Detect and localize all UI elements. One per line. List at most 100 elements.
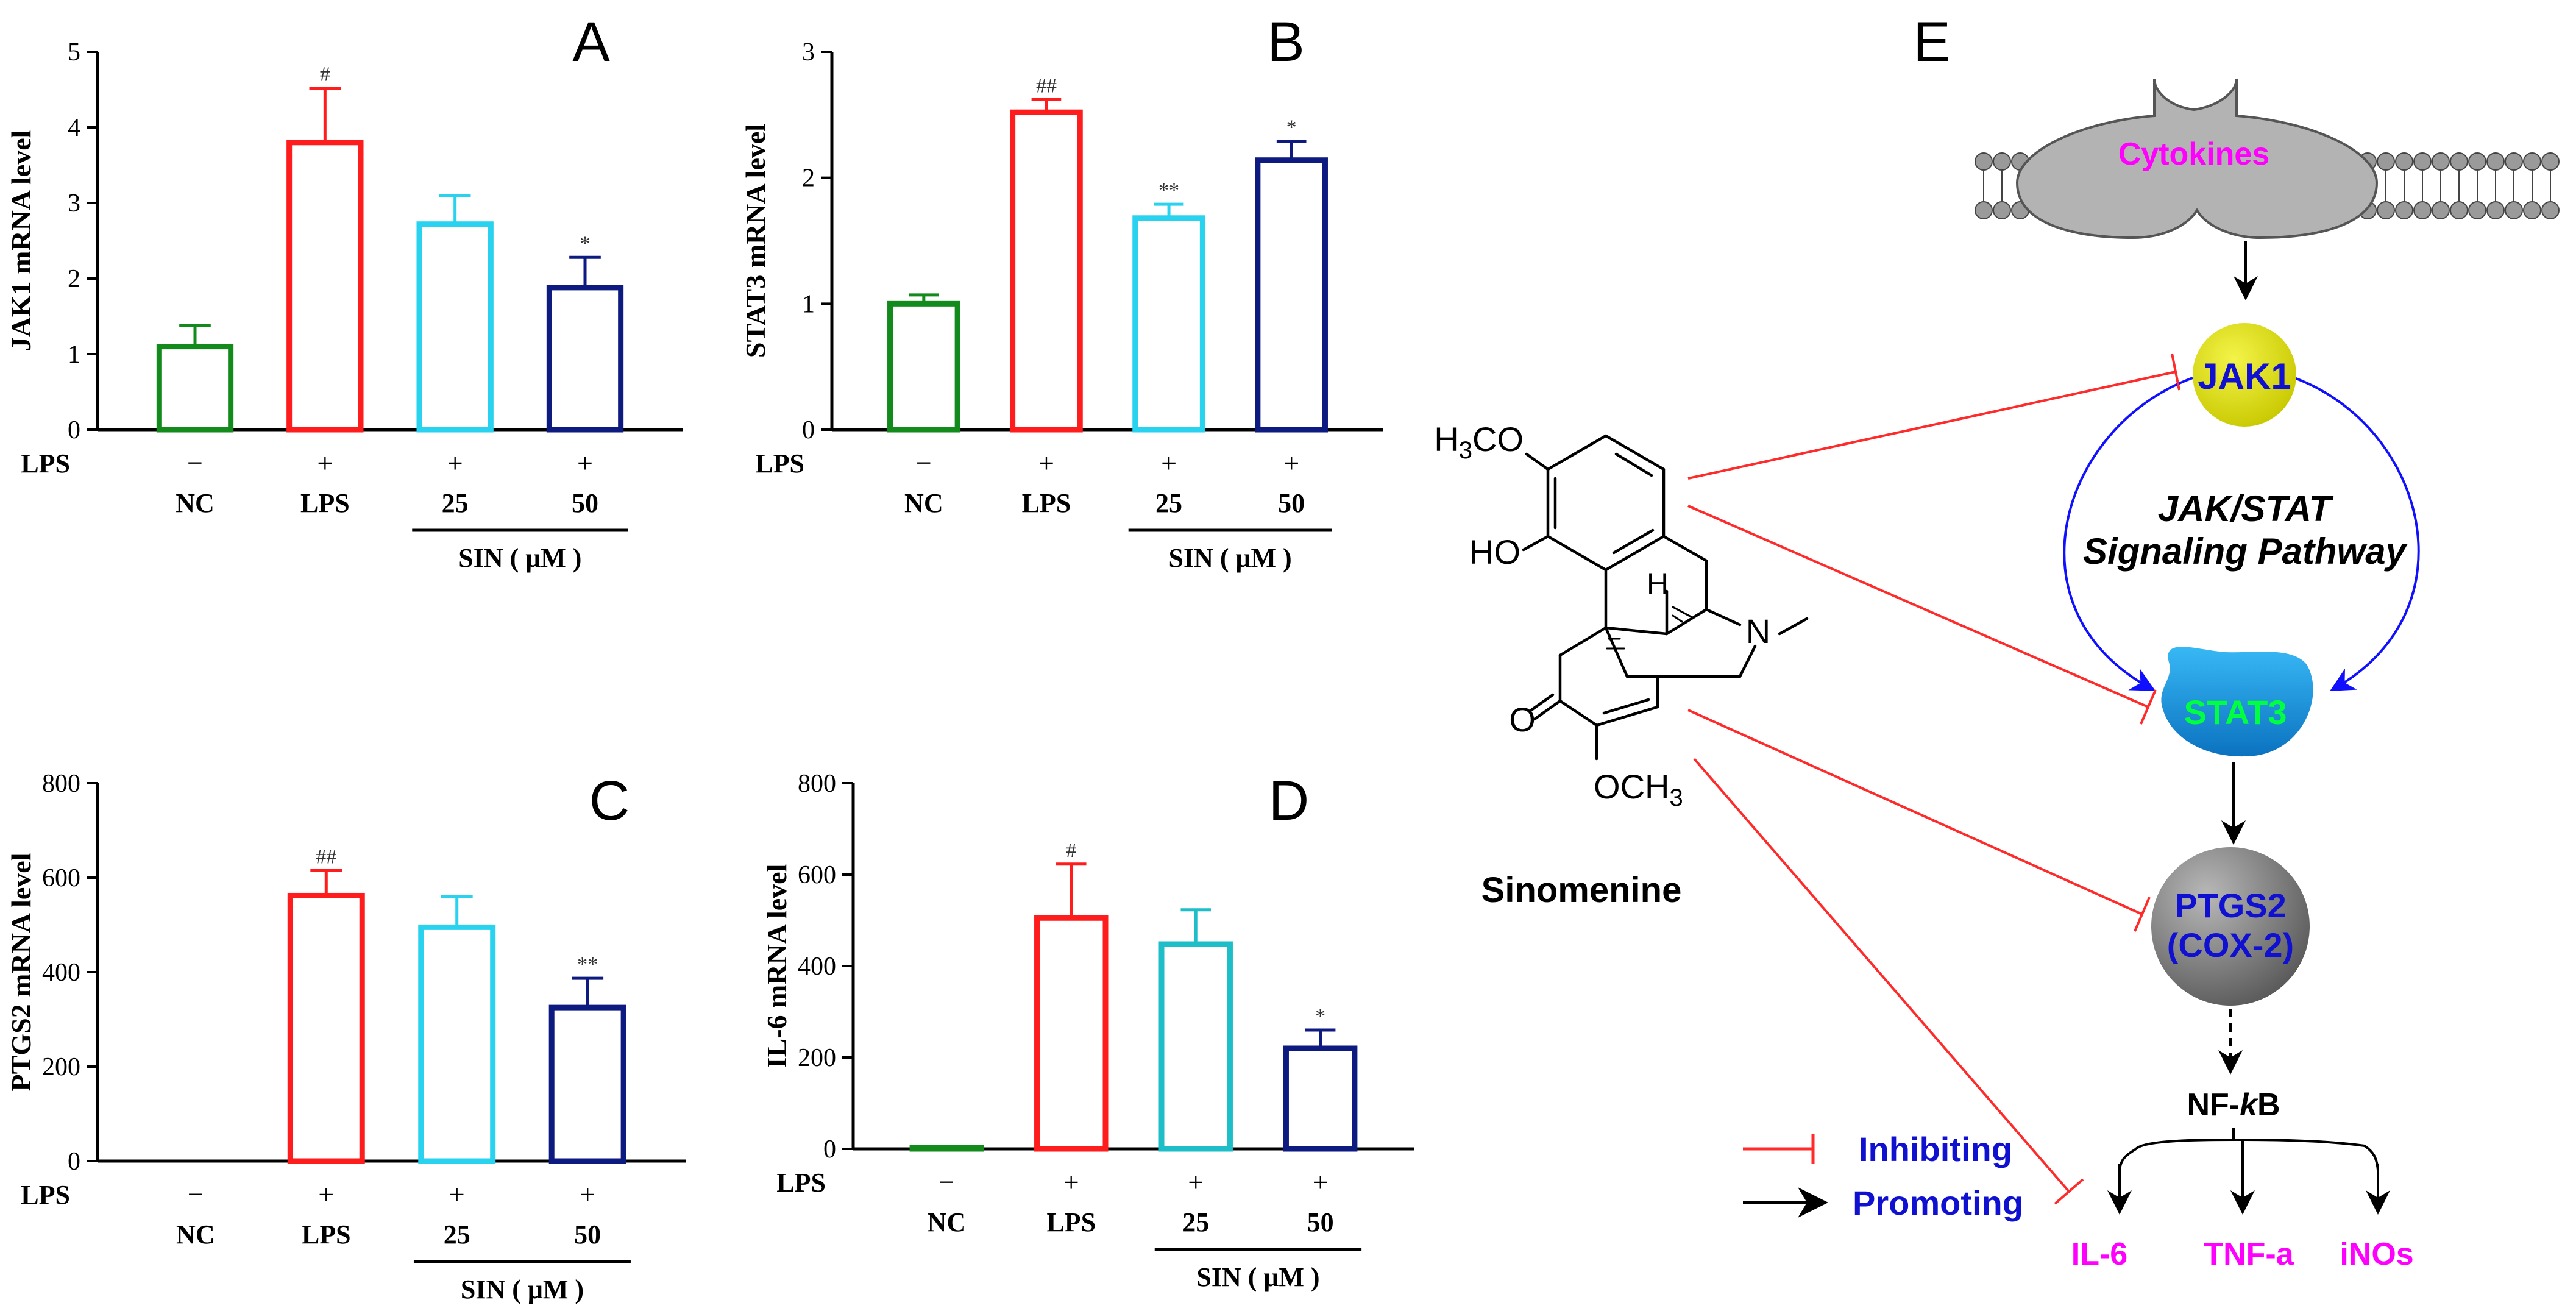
significance-mark: * [580,232,591,255]
inhibit-jak1-line [1687,371,2176,480]
bar [1132,215,1205,433]
lps-sign: + [1063,1167,1079,1198]
y-axis-label: JAK1 mRNA level [5,130,37,352]
output-inos: iNOs [2340,1237,2413,1272]
bar [287,892,365,1164]
bar [286,140,364,433]
category-label: NC [904,488,943,518]
ptgs2-node [2151,847,2310,1006]
y-tick-label: 0 [823,1135,836,1164]
sin-group-label: SIN ( μM ) [1196,1262,1319,1292]
panel-label-e: E [1913,11,1950,73]
cytokine-receptor [2015,79,2379,240]
category-label: 25 [1155,488,1182,518]
inhibit-jak1-bar [2171,353,2180,391]
category-label: 50 [574,1220,601,1249]
pathway-label-line2: Signaling Pathway [2083,531,2408,572]
bar [909,1145,984,1152]
significance-mark: ## [316,845,336,868]
inhibit-ptgs2-line [1687,709,2143,915]
lps-sign: + [1038,447,1054,478]
bar [1283,1045,1358,1152]
category-label: LPS [300,488,350,518]
lipid-head [2523,152,2541,171]
chem-o: O [1509,700,1536,739]
chem-h: H [1647,567,1669,601]
lipid-head [2541,201,2560,219]
legend-inhibiting-label: Inhibiting [1859,1130,2012,1168]
y-tick-label: 3 [802,38,815,66]
sinomenine-structure [1522,434,1809,761]
lps-sign: + [577,447,593,478]
lipid-head [2486,152,2505,171]
cell-membrane [1975,152,2560,219]
lipid-head [2450,152,2468,171]
panel-label-c: C [589,770,630,832]
lipid-head [1993,152,2011,171]
y-tick-label: 0 [802,416,815,444]
lipid-head [1975,152,1993,171]
y-tick-label: 200 [798,1044,836,1072]
category-label: 50 [572,488,598,518]
cycle-arc-left [2063,377,2193,691]
lps-sign: − [188,1179,204,1210]
lipid-head [2377,201,2395,219]
lipid-head [2432,152,2450,171]
lipid-head [2395,201,2413,219]
bar [887,300,960,433]
category-label: LPS [1046,1207,1096,1237]
lipid-head [2486,201,2505,219]
ptgs2-label-line2: (COX-2) [2167,926,2294,964]
significance-mark: # [320,63,330,86]
category-label: 50 [1307,1207,1334,1237]
significance-mark: # [1066,839,1076,862]
bar [416,221,494,433]
lps-sign: − [939,1167,954,1198]
y-tick-label: 1 [802,290,815,318]
category-label: NC [176,488,215,518]
legend-promoting-label: Promoting [1853,1184,2023,1222]
compound-name: Sinomenine [1481,870,1682,910]
output-il6: IL-6 [2071,1237,2127,1272]
bar [156,344,234,433]
y-axis-label: IL-6 mRNA level [761,864,792,1068]
lipid-head [2395,152,2413,171]
y-tick-label: 800 [798,770,836,798]
lipid-head [2468,152,2486,171]
bar [548,1004,626,1164]
bar [1010,109,1083,433]
bar [418,924,496,1164]
lps-sign: + [447,447,463,478]
category-label: NC [176,1220,215,1249]
y-axis-label: STAT3 mRNA level [740,124,771,358]
y-tick-label: 5 [68,38,80,66]
category-label: 25 [1182,1207,1209,1237]
lipid-head [2523,201,2541,219]
output-tnfa: TNF-a [2204,1237,2294,1272]
y-tick-label: 1 [68,341,80,369]
lps-sign: + [1313,1167,1329,1198]
y-tick-label: 2 [802,165,815,193]
bar [1034,915,1109,1152]
y-tick-label: 2 [68,265,80,293]
lipid-head [2541,152,2560,171]
bar [1255,157,1328,433]
lipid-head [2505,201,2523,219]
chem-h3co: H3CO [1434,420,1524,464]
lps-sign: + [318,1179,334,1210]
significance-mark: * [1315,1005,1325,1028]
significance-mark: ## [1036,75,1057,98]
y-tick-label: 4 [68,114,80,142]
stat3-node [2161,647,2313,757]
significance-mark: ** [1158,179,1179,202]
significance-mark: ** [577,953,598,976]
lipid-head [1993,201,2011,219]
y-tick-label: 800 [42,770,80,798]
panel-label-d: D [1269,770,1309,832]
nfkb-branch [2118,1128,2379,1171]
lps-row-label: LPS [21,1180,70,1210]
lps-sign: + [317,447,333,478]
